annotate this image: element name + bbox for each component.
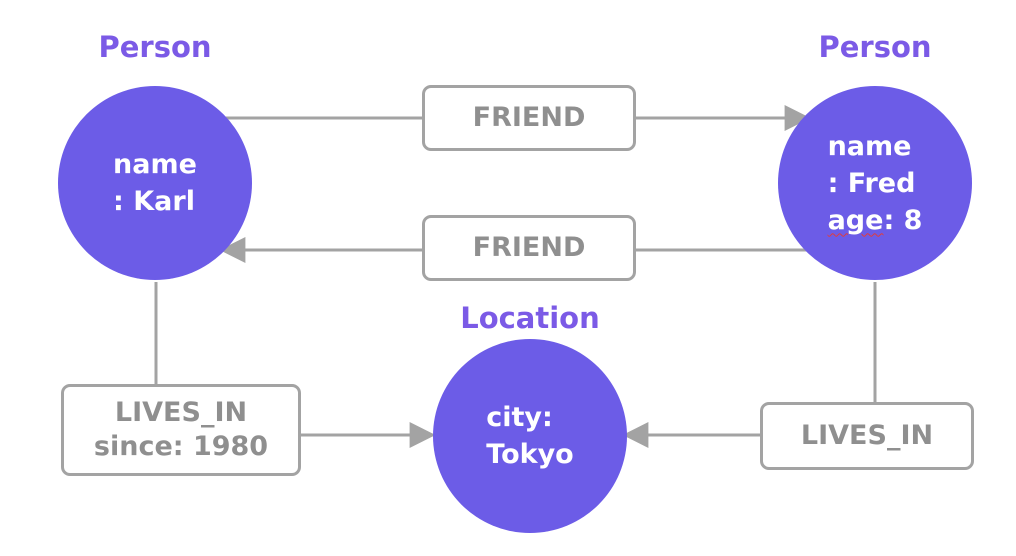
node-fred-prop: : Fred [827,167,916,199]
relationship-friend-bottom[interactable]: FRIEND [422,215,636,281]
relationship-lives-in-karl-prop: since: 1980 [93,431,269,462]
node-tokyo-prop: Tokyo [486,439,574,470]
relationship-lives-in-karl[interactable]: LIVES_IN since: 1980 [61,384,301,476]
relationship-lives-in-fred[interactable]: LIVES_IN [760,402,974,470]
node-fred[interactable]: name : Fred age: 8 [778,86,972,280]
node-karl-properties: name : Karl [113,146,197,220]
node-fred-properties: name : Fred age: 8 [828,128,923,239]
node-tokyo-properties: city: Tokyo [486,399,574,473]
node-fred-prop-value: : 8 [883,204,923,236]
node-fred-prop-key: age [827,204,884,236]
relationship-friend-top-type: FRIEND [472,102,586,133]
node-karl[interactable]: name : Karl [58,86,252,280]
node-fred-prop: name [827,130,912,162]
node-label-karl: Person [98,30,212,64]
node-label-fred: Person [818,30,932,64]
relationship-friend-top[interactable]: FRIEND [422,85,636,151]
node-karl-prop: name [113,149,197,180]
node-tokyo-prop: city: [486,402,553,433]
node-fred-prop: age: 8 [828,202,923,239]
node-karl-prop: : Karl [113,186,195,217]
node-label-tokyo: Location [460,301,600,335]
relationship-lives-in-karl-type: LIVES_IN [114,397,248,428]
relationship-friend-bottom-type: FRIEND [472,232,586,263]
node-tokyo[interactable]: city: Tokyo [433,339,627,533]
relationship-lives-in-fred-type: LIVES_IN [800,420,934,451]
